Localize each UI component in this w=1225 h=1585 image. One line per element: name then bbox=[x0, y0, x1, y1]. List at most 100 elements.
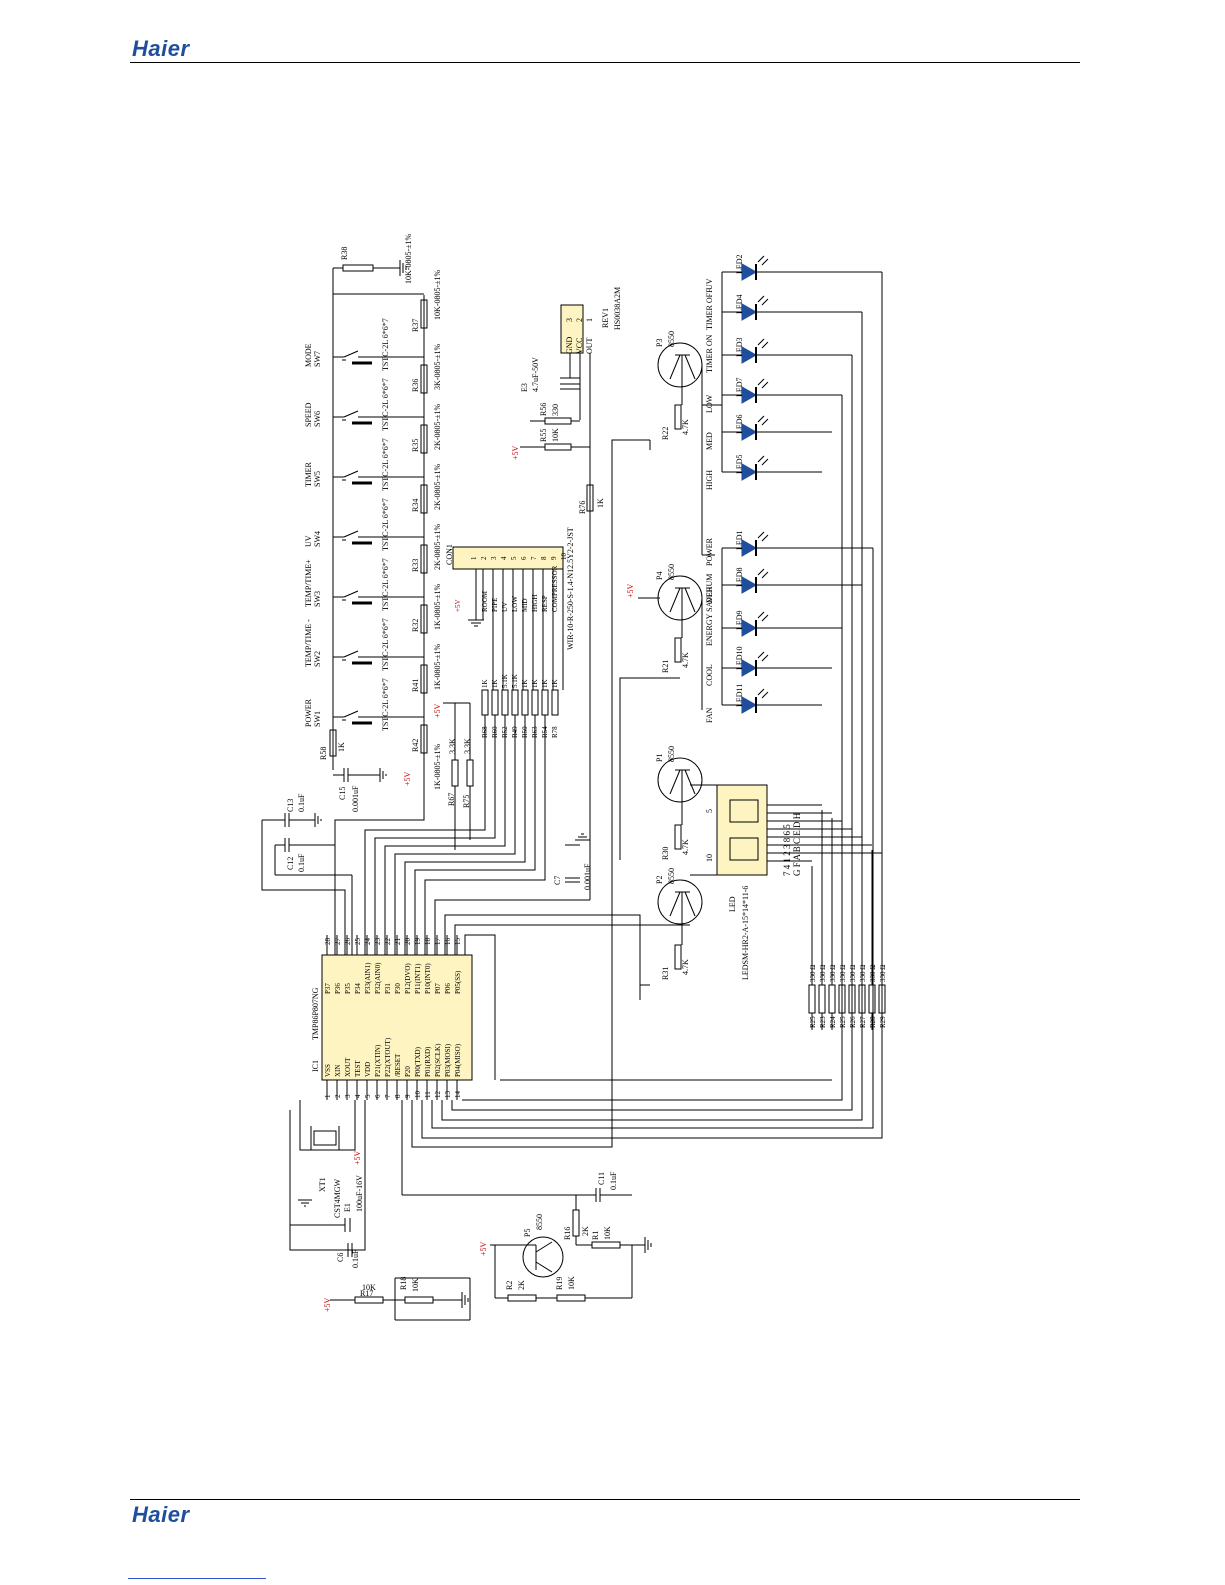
ladder-value-r33: 2K-0805-±1% bbox=[433, 524, 442, 570]
con1-signal: UV bbox=[501, 602, 509, 612]
led-label: COOL bbox=[705, 664, 714, 686]
ic-pin-num: 20 bbox=[404, 938, 412, 946]
ic-pin-num: 16 bbox=[444, 938, 452, 946]
ladder-value-r34: 2K-0805-±1% bbox=[433, 464, 442, 510]
pullup-resistors: R67 3.3K R75 3.3K +5V bbox=[433, 702, 474, 850]
c12-ref: C12 bbox=[286, 857, 295, 870]
r67-value: 3.3K bbox=[448, 738, 457, 754]
rev1-pin-2: 2 bbox=[575, 318, 584, 322]
ic-pin-num: 7 bbox=[384, 1094, 392, 1098]
con1-pin-num: 9 bbox=[550, 556, 558, 560]
ic-pin-name: TEST bbox=[354, 1060, 362, 1077]
p5-ref: P5 bbox=[523, 1229, 532, 1237]
con1-signal: COMPRESSOR bbox=[551, 565, 559, 612]
ic-pin-name: P32(AIN0) bbox=[374, 962, 382, 994]
rev1-pin-1: 1 bbox=[585, 318, 594, 322]
seg-res-ref: R23 bbox=[819, 1016, 827, 1028]
transistor-ref: P4 bbox=[655, 572, 664, 580]
led-label: TIMER OFF bbox=[705, 288, 714, 330]
c7-value: 0.001uF bbox=[583, 863, 592, 890]
switch-ref: SW7 bbox=[313, 351, 322, 367]
ic-pin-num: 14 bbox=[454, 1091, 462, 1099]
ground-icon bbox=[379, 768, 387, 782]
ladder-ref-r37: R37 bbox=[411, 319, 420, 332]
switch-name: TIMER bbox=[304, 461, 313, 487]
ic-pin-name: P31 bbox=[384, 983, 392, 994]
seg-res-value: 330 Ω bbox=[849, 965, 857, 982]
con1-pin-num: 7 bbox=[530, 556, 538, 560]
supply-label-p4: +5V bbox=[626, 583, 635, 598]
rev1-pin-gnd: GND bbox=[565, 336, 574, 354]
c11-value: 0.1uF bbox=[609, 1171, 618, 1190]
c6-ref: C6 bbox=[336, 1253, 345, 1262]
c12-value: 0.1uF bbox=[297, 853, 306, 872]
ic-pin-num: 8 bbox=[394, 1094, 402, 1098]
ic-pin-num: 13 bbox=[444, 1091, 452, 1099]
r19-ref: R19 bbox=[555, 1277, 564, 1290]
r55-value: 10K bbox=[551, 428, 560, 442]
switch-name: POWER bbox=[304, 698, 313, 727]
rev1-pin-3: 3 bbox=[565, 318, 574, 322]
ground-icon bbox=[461, 1292, 469, 1308]
led-label: FAN bbox=[705, 707, 714, 723]
ic-pin-num: 23 bbox=[374, 938, 382, 946]
switch-part: TSTC-2L 6*6*7 bbox=[381, 678, 390, 731]
ic-pin-name: P12(DVO) bbox=[404, 963, 412, 994]
seg-res-ref: R25 bbox=[809, 1016, 817, 1028]
switch-ref: SW6 bbox=[313, 411, 322, 427]
ground-icon bbox=[644, 1237, 652, 1253]
led-ref: LED9 bbox=[735, 610, 744, 630]
con1-part: WIR-10-R-250-S-1.4-N12.5Y2-2-JST bbox=[566, 527, 575, 650]
display-seg-nums: 7 4 1 2 3 8 6 5 bbox=[782, 824, 792, 876]
c13-ref: C13 bbox=[286, 799, 295, 812]
ladder-value-r41: 1K-0805-±1% bbox=[433, 644, 442, 690]
con1-signal: MID bbox=[521, 598, 529, 612]
ladder-ref-r36: R36 bbox=[411, 379, 420, 392]
con1-pin-num: 6 bbox=[520, 556, 528, 560]
r56-value: 330 bbox=[551, 404, 560, 416]
ic-pin-num: 25 bbox=[354, 938, 362, 946]
switch-part: TSTC-2L 6*6*7 bbox=[381, 558, 390, 611]
c6-value: 0.1uF bbox=[351, 1249, 360, 1268]
ic-pin-num: 10 bbox=[414, 1091, 422, 1099]
ladder-ref-r35: R35 bbox=[411, 439, 420, 452]
switch-ref: SW4 bbox=[313, 531, 322, 547]
r2-ref: R2 bbox=[505, 1281, 514, 1290]
e3-ref: E3 bbox=[520, 383, 529, 392]
series-res-value: 1K bbox=[491, 679, 499, 688]
rev1-pin-vcc: VCC bbox=[575, 338, 584, 354]
seg-res-ref: R29 bbox=[879, 1016, 887, 1028]
ic-pin-name: P20 bbox=[404, 1066, 412, 1077]
ic-pin-num: 21 bbox=[394, 938, 402, 946]
ic-pin-name: VDD bbox=[364, 1062, 372, 1077]
xt1-part: CST4MGW bbox=[333, 1178, 342, 1218]
display-part: LEDSM-HR2-A-15*14*11-6 bbox=[741, 886, 750, 980]
base-res-value: 4.7K bbox=[681, 959, 690, 975]
seg-res-ref: R27 bbox=[859, 1016, 867, 1028]
ic-pin-name: P21(XTIN) bbox=[374, 1044, 382, 1077]
ic-pin-name: P30 bbox=[394, 983, 402, 994]
ic-pin-num: 27 bbox=[334, 938, 342, 946]
transistor-ref: P2 bbox=[655, 876, 664, 884]
led-ref: LED11 bbox=[735, 684, 744, 707]
header-rule bbox=[130, 62, 1080, 63]
con1-signal: HIGH bbox=[531, 595, 539, 613]
switch-ladder: R38 10K-0805-±1% R37 10K-0805-±1% R36 3K… bbox=[319, 234, 442, 812]
xt1-ref: XT1 bbox=[318, 1177, 327, 1192]
haier-logo-top: Haier bbox=[132, 36, 190, 61]
con1-signal: ROOM bbox=[481, 590, 489, 612]
ic1-part: TMP86P807NG bbox=[311, 987, 320, 1040]
ground-icon bbox=[575, 833, 590, 841]
ground-icon bbox=[468, 619, 484, 627]
p5-part: 8550 bbox=[535, 1214, 544, 1230]
